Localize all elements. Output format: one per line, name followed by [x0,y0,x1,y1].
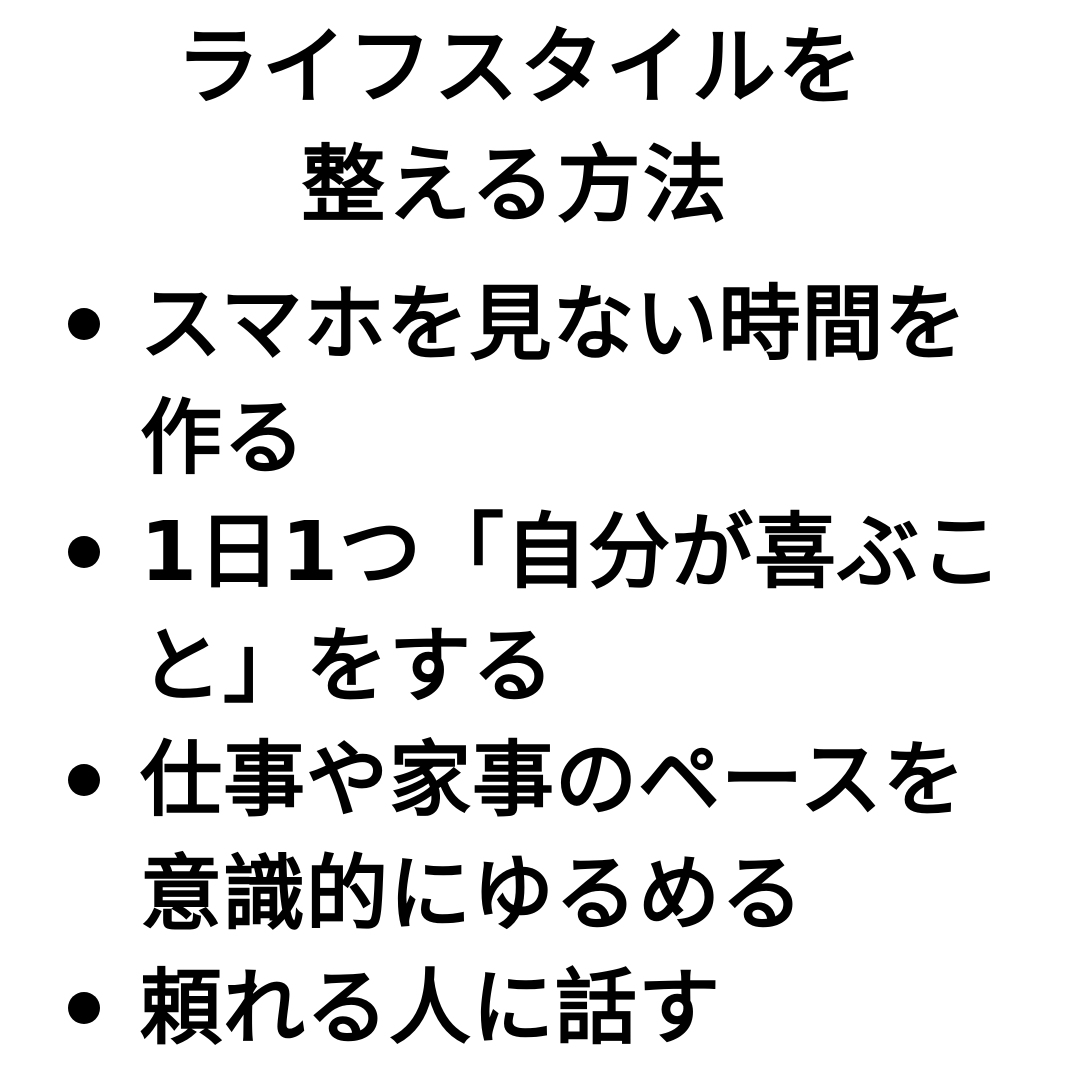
list-item-text: 頼れる人に話す [140,961,722,1056]
title-line-2: 整える方法 [301,136,729,234]
page-title: ライフスタイルを 整える方法 [0,8,1080,244]
bullet-icon [68,536,100,568]
tips-list: スマホを見ない時間を作る 1日1つ「自分が喜ぶこと」をする 仕事や家事のペースを… [0,268,1080,1066]
list-item-text: スマホを見ない時間を作る [140,277,968,486]
list-item: 頼れる人に話す [0,952,1080,1066]
bullet-icon [68,992,100,1024]
bullet-icon [68,308,100,340]
list-item-text: 1日1つ「自分が喜ぶこと」をする [140,505,1004,714]
list-item-text: 仕事や家事のペースを意識的にゆるめる [140,733,966,942]
list-item: スマホを見ない時間を作る [0,268,1080,496]
bullet-icon [68,764,100,796]
list-item: 1日1つ「自分が喜ぶこと」をする [0,496,1080,724]
list-item: 仕事や家事のペースを意識的にゆるめる [0,724,1080,952]
title-line-1: ライフスタイルを [175,18,864,116]
